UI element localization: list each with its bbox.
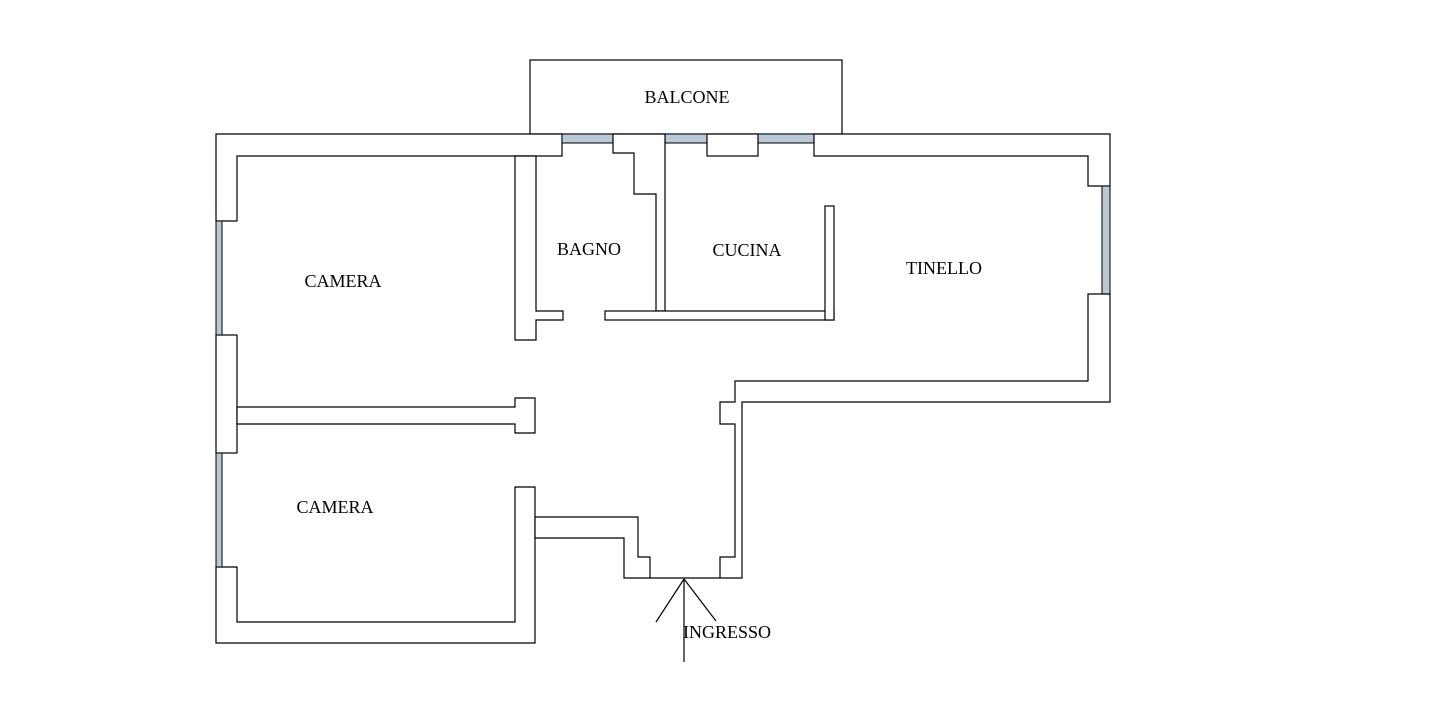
wall-left-middle [215,334,238,454]
window-top-kitchen [664,133,708,144]
window-top-bathroom [561,133,614,144]
window-right-tinello [1101,185,1111,295]
label-balcone: BALCONE [645,87,730,107]
wall-bathroom-kitchen-bottom [604,310,835,321]
label-camera-top: CAMERA [304,271,381,291]
window-left-bottom [215,452,223,568]
wall-kitchen-right [824,205,835,321]
wall-bottom-left [215,486,536,644]
window-left-top [215,220,223,336]
entrance-arrow-right [683,578,717,622]
balcony-outline [529,59,843,135]
wall-bedroom-bathroom [514,155,564,341]
window-top-tinello [757,133,815,144]
label-tinello: TINELLO [906,258,982,278]
wall-bedrooms-divider [236,397,536,434]
label-cucina: CUCINA [712,240,781,260]
label-ingresso: INGRESSO [683,622,771,642]
wall-entrance-left [534,516,651,579]
entrance-arrow-left [655,578,685,623]
wall-top-right [813,133,1111,187]
wall-right-lower [719,293,1111,579]
label-bagno: BAGNO [557,239,621,259]
wall-pier-top [706,133,759,157]
wall-bathroom-kitchen [612,133,666,312]
wall-top-left [215,133,563,222]
label-camera-bottom: CAMERA [296,497,373,517]
